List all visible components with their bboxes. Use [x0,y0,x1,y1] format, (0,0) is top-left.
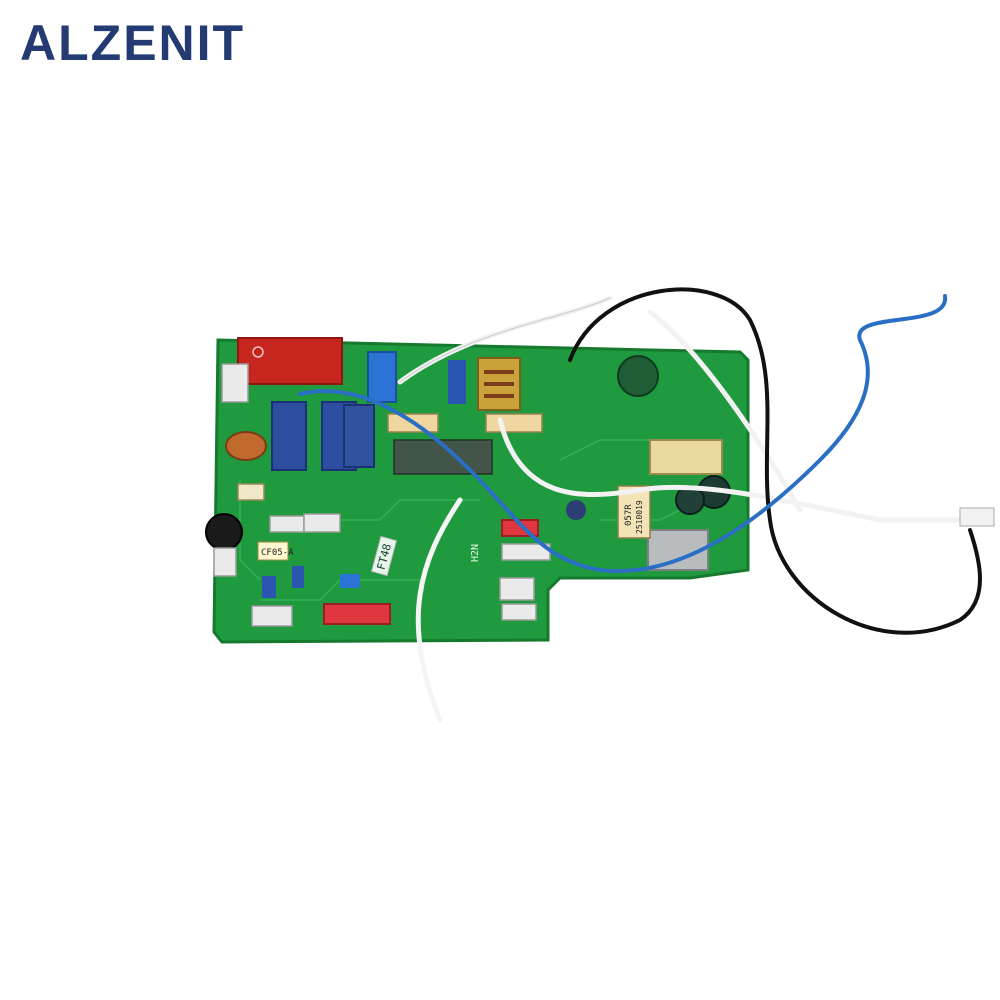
capacitor [617,355,659,397]
small-capacitor [292,566,304,588]
white-wire [497,417,973,523]
white-wire [415,497,463,723]
transformer-block [237,337,343,385]
white-connector [499,577,535,601]
model-label: H2N [470,544,481,562]
blue-connector [367,351,397,403]
brand-logo: ALZENIT [20,15,246,71]
fuse [237,483,265,501]
buzzer [205,513,243,551]
red-connector [323,603,391,625]
relay [271,401,307,471]
white-connector [501,603,537,621]
chip-label: CF05-A [261,548,294,558]
white-wire [399,297,611,383]
blue-capacitor [448,360,466,404]
tag-sticker [371,535,397,577]
white-connector [213,547,237,577]
blue-wire [298,294,948,574]
white-connector [269,515,305,533]
white-connector [221,363,249,403]
capacitor [566,500,586,520]
chip [257,541,289,561]
white-connector [303,513,341,533]
ic-label: 057R [624,504,634,526]
white-connector [251,605,293,627]
small-transformer [649,439,723,475]
power-mark-icon [252,346,264,358]
small-capacitor [340,574,360,588]
copper-inductor [225,431,267,461]
ic-code: 2510019 [635,500,644,534]
wire-plug [959,507,995,527]
small-capacitor [262,576,276,598]
relay [343,404,375,468]
fuse [485,413,543,433]
white-wire [647,309,803,513]
